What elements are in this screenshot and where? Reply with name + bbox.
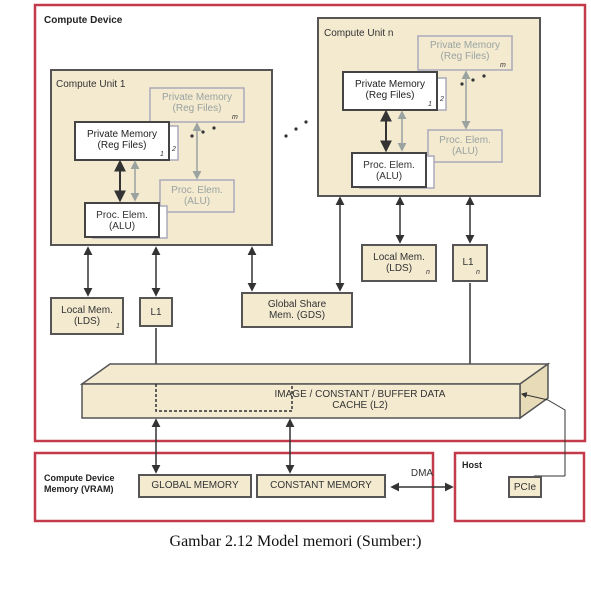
cun-local-mem-label: Local Mem.(LDS) [373, 252, 425, 274]
constant-memory-box [256, 474, 386, 498]
cun-l1-label: L1 [462, 257, 474, 268]
cu1-local-mem-label: Local Mem.(LDS) [61, 305, 113, 327]
cun-private-memory-idx-2: 2 [440, 96, 444, 103]
cun-proc-elem-back-label: Proc. Elem.(ALU) [439, 135, 491, 157]
cu1-private-memory-idx-1: 1 [160, 151, 164, 158]
compute-device-frame [33, 3, 587, 443]
cun-proc-elem-label: Proc. Elem.(ALU) [363, 160, 415, 182]
cu1-proc-elem-back-label: Proc. Elem.(ALU) [171, 185, 223, 207]
cu1-private-memory-idx-m: m [232, 114, 238, 121]
cu1-private-memory-back-label: Private Memory(Reg Files) [161, 92, 232, 114]
host-frame [453, 451, 586, 523]
cu1-local-mem-box [50, 297, 124, 335]
constant-memory-label: CONSTANT MEMORY [270, 480, 372, 491]
global-memory-label: GLOBAL MEMORY [151, 480, 239, 491]
cu1-private-memory-back [149, 87, 245, 123]
cu1-local-mem-idx: 1 [116, 323, 120, 330]
cache-l2-box [81, 383, 521, 419]
compute-device-title: Compute Device [44, 15, 123, 26]
global-share-box [241, 292, 353, 328]
cu1-private-memory-idx-2: 2 [172, 146, 176, 153]
cu1-proc-elem-back [159, 179, 235, 213]
dma-label: DMA [410, 468, 434, 479]
cun-private-memory-back-label: Private Memory(Reg Files) [429, 40, 500, 62]
cun-local-mem-idx: n [426, 269, 430, 276]
cun-local-mem-box [361, 244, 437, 282]
cun-private-memory-idx-m: m [500, 62, 506, 69]
global-memory-box [138, 474, 252, 498]
cu1-proc-elem [84, 202, 160, 238]
cu1-l1-label: L1 [150, 307, 162, 318]
compute-unit-1-title: Compute Unit 1 [56, 79, 126, 90]
cu1-proc-elem-label: Proc. Elem.(ALU) [96, 210, 148, 232]
cache-l2-top [79, 363, 551, 385]
cu1-l1-box [139, 297, 173, 327]
cun-l1-box [452, 244, 488, 282]
cun-proc-elem-back [427, 129, 503, 163]
cun-private-memory-back [417, 35, 513, 71]
cun-proc-elem [351, 152, 427, 188]
figure-caption: Gambar 2.12 Model memori (Sumber:) [169, 533, 422, 550]
cun-private-memory-idx-1: 1 [428, 101, 432, 108]
pcie-box [508, 476, 542, 498]
compute-unit-n-title: Compute Unit n [324, 28, 394, 39]
host-title: Host [462, 460, 482, 470]
cun-l1-idx: n [476, 269, 480, 276]
pcie-label: PCIe [513, 482, 537, 493]
cun-private-memory-label: Private Memory(Reg Files) [354, 79, 425, 101]
cu1-private-memory-label: Private Memory(Reg Files) [86, 129, 157, 151]
